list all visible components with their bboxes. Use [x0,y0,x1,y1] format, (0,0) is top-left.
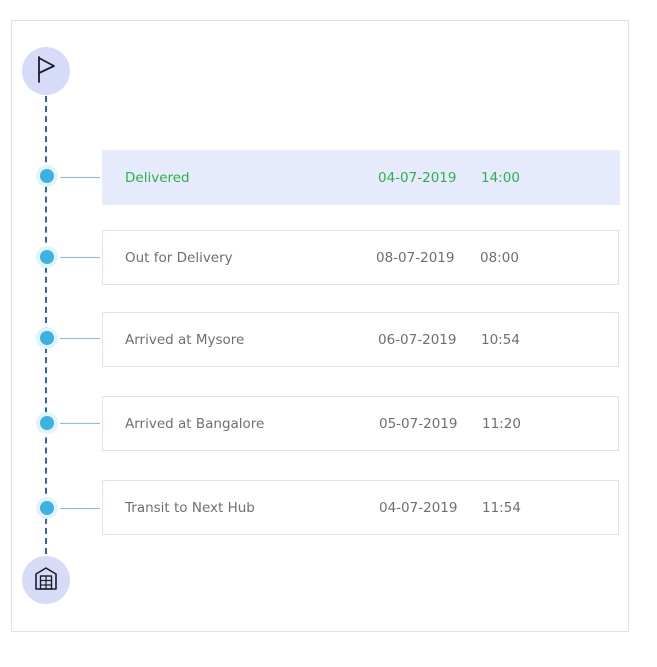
entry-status: Arrived at Bangalore [125,415,265,432]
entry-date: 04-07-2019 [378,169,457,186]
timeline-connector [60,257,100,258]
timeline-dot [36,412,58,434]
timeline-entry-arrived-mysore[interactable]: Arrived at Mysore 06-07-2019 10:54 [102,312,619,367]
timeline-connector [60,423,100,424]
timeline-entry-out-for-delivery[interactable]: Out for Delivery 08-07-2019 08:00 [102,230,619,285]
timeline-dot [36,165,58,187]
entry-status: Transit to Next Hub [125,499,255,516]
entry-date: 08-07-2019 [376,249,455,266]
timeline-entry-delivered[interactable]: Delivered 04-07-2019 14:00 [102,150,620,205]
end-marker [22,556,70,604]
entry-time: 11:20 [482,415,521,432]
entry-date: 06-07-2019 [378,331,457,348]
timeline-dot [36,497,58,519]
timeline-connector [60,508,100,509]
timeline-entry-transit-next-hub[interactable]: Transit to Next Hub 04-07-2019 11:54 [102,480,619,535]
entry-time: 08:00 [480,249,519,266]
entry-time: 14:00 [481,169,520,186]
entry-status: Out for Delivery [125,249,233,266]
warehouse-icon [33,564,59,596]
timeline-dot [36,327,58,349]
flag-icon [33,54,59,88]
start-marker [22,47,70,95]
entry-date: 05-07-2019 [379,415,458,432]
timeline-entry-arrived-bangalore[interactable]: Arrived at Bangalore 05-07-2019 11:20 [102,396,619,451]
timeline-dot [36,246,58,268]
timeline-connector [60,177,100,178]
entry-time: 11:54 [482,499,521,516]
entry-status: Arrived at Mysore [125,331,245,348]
entry-status: Delivered [125,169,190,186]
entry-date: 04-07-2019 [379,499,458,516]
timeline-line [45,96,47,554]
entry-time: 10:54 [481,331,520,348]
timeline-connector [60,338,100,339]
